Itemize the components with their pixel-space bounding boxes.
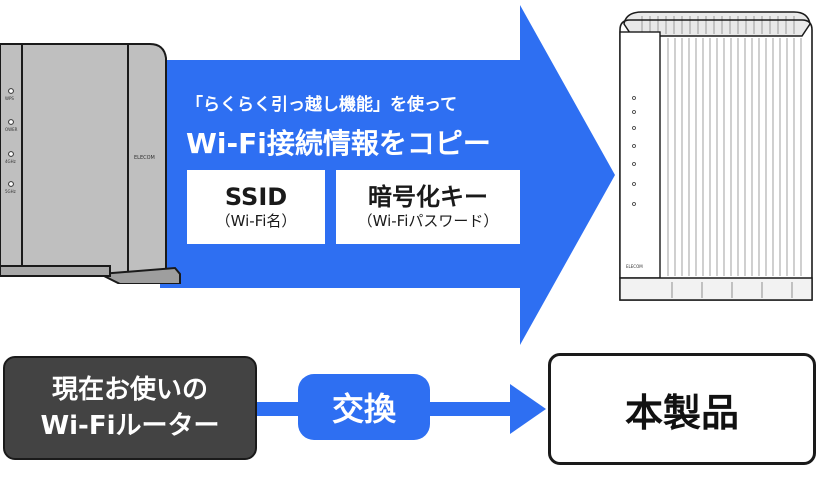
old-router-led-label: WPS: [5, 96, 14, 101]
current-router-label-line1: 現在お使いの: [51, 375, 208, 405]
encryption-key-box: 暗号化キー （Wi-Fiパスワード）: [336, 170, 520, 244]
current-router-box: 現在お使いの Wi-Fiルーター: [3, 356, 257, 460]
old-router-led-label: OWER: [5, 127, 18, 132]
exchange-label: 交換: [298, 374, 430, 440]
ssid-box: SSID （Wi-Fi名）: [187, 170, 325, 244]
product-label: 本製品: [624, 390, 739, 435]
ssid-label: SSID: [224, 183, 288, 211]
old-router-icon: [0, 43, 181, 284]
product-box: 本製品: [548, 353, 816, 465]
encryption-key-sub-label: （Wi-Fiパスワード）: [357, 212, 499, 230]
old-router-led-label: 4GHz: [5, 159, 16, 164]
old-router-led-label: 5GHz: [5, 189, 16, 194]
new-router-icon: [619, 11, 813, 301]
encryption-key-label: 暗号化キー: [368, 183, 488, 211]
current-router-label-line2: Wi-Fiルーター: [40, 411, 220, 441]
old-router-brand: ELECOM: [134, 155, 155, 161]
ssid-sub-label: （Wi-Fi名）: [215, 212, 297, 230]
arrow-subtitle: 「らくらく引っ越し機能」を使って: [186, 95, 458, 115]
new-router-brand: ELECOM: [626, 264, 643, 269]
arrow-title: Wi-Fi接続情報をコピー: [186, 127, 491, 160]
